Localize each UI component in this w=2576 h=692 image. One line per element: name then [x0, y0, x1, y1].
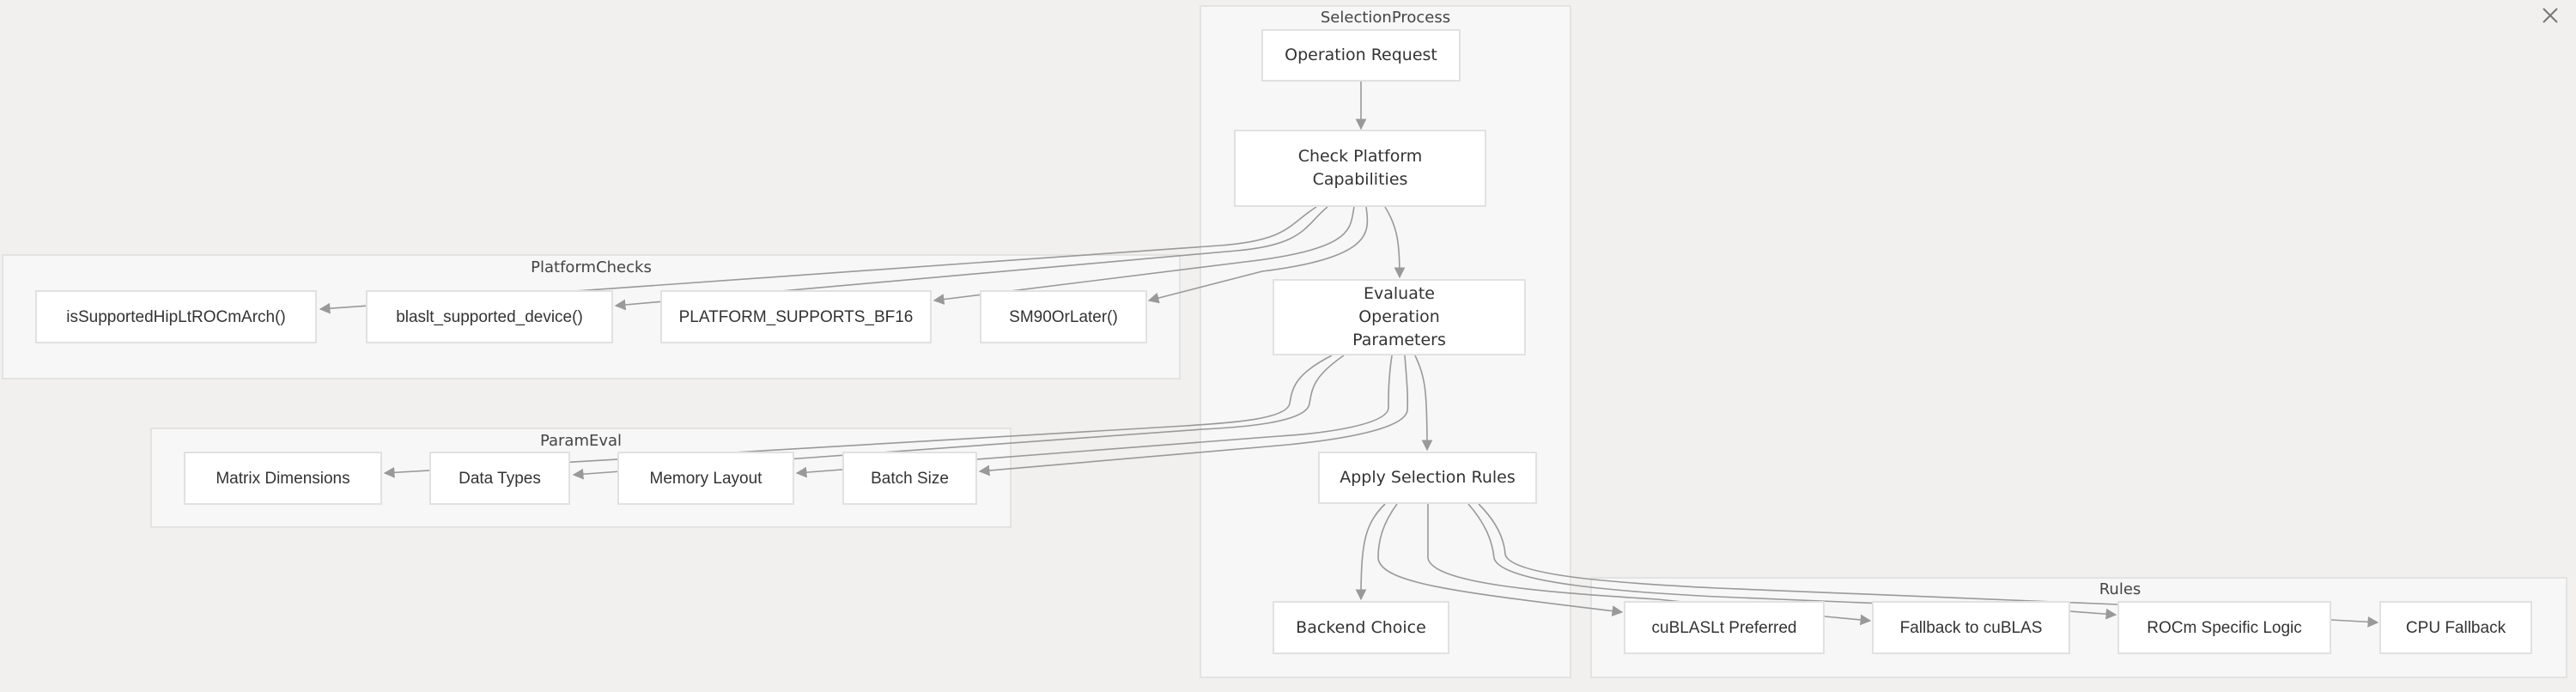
node-label: Check Platform Capabilities	[1297, 147, 1423, 189]
cluster-label: Rules	[2099, 580, 2142, 598]
node-label: ROCm Specific Logic	[2147, 618, 2302, 637]
node-label: Apply Selection Rules	[1340, 468, 1516, 487]
node-sm90-or-later[interactable]: SM90OrLater()	[980, 290, 1147, 343]
node-platform-supports-bf16[interactable]: PLATFORM_SUPPORTS_BF16	[660, 290, 932, 343]
node-blaslt-supported-device[interactable]: blaslt_supported_device()	[366, 290, 613, 343]
cluster-label: ParamEval	[539, 432, 623, 450]
node-label: cuBLASLt Preferred	[1651, 618, 1797, 637]
node-batch-size[interactable]: Batch Size	[842, 452, 977, 505]
node-cpu-fallback[interactable]: CPU Fallback	[2379, 601, 2532, 654]
node-matrix-dimensions[interactable]: Matrix Dimensions	[184, 452, 382, 505]
cluster-label: SelectionProcess	[1320, 9, 1451, 27]
node-backend-choice[interactable]: Backend Choice	[1273, 601, 1449, 654]
cluster-label: PlatformChecks	[531, 258, 652, 276]
node-check-platform-capabilities[interactable]: Check Platform Capabilities	[1234, 130, 1486, 207]
node-label: blaslt_supported_device()	[396, 307, 583, 326]
node-label: PLATFORM_SUPPORTS_BF16	[678, 307, 914, 326]
node-is-supported-hip-lt-rocm-arch[interactable]: isSupportedHipLtROCmArch()	[35, 290, 317, 343]
node-label: isSupportedHipLtROCmArch()	[66, 307, 286, 326]
node-label: Operation Request	[1285, 46, 1437, 64]
node-cublaslt-preferred[interactable]: cuBLASLt Preferred	[1624, 601, 1825, 654]
node-apply-selection-rules[interactable]: Apply Selection Rules	[1318, 452, 1537, 504]
node-memory-layout[interactable]: Memory Layout	[617, 452, 794, 505]
node-operation-request[interactable]: Operation Request	[1261, 29, 1461, 82]
node-label: Evaluate Operation Parameters	[1352, 284, 1446, 349]
node-label: CPU Fallback	[2405, 618, 2506, 637]
node-evaluate-operation-parameters[interactable]: Evaluate Operation Parameters	[1273, 279, 1526, 355]
node-label: Fallback to cuBLAS	[1899, 618, 2043, 637]
close-icon	[2543, 8, 2558, 23]
node-label: Matrix Dimensions	[216, 469, 350, 488]
node-label: Backend Choice	[1296, 617, 1426, 637]
node-data-types[interactable]: Data Types	[429, 452, 570, 505]
close-button[interactable]	[2540, 5, 2561, 26]
node-label: Batch Size	[871, 469, 949, 488]
node-rocm-specific-logic[interactable]: ROCm Specific Logic	[2117, 601, 2331, 654]
node-label: Memory Layout	[649, 469, 762, 488]
node-label: SM90OrLater()	[1009, 307, 1118, 326]
node-label: Data Types	[459, 469, 541, 488]
node-fallback-to-cublas[interactable]: Fallback to cuBLAS	[1872, 601, 2070, 654]
